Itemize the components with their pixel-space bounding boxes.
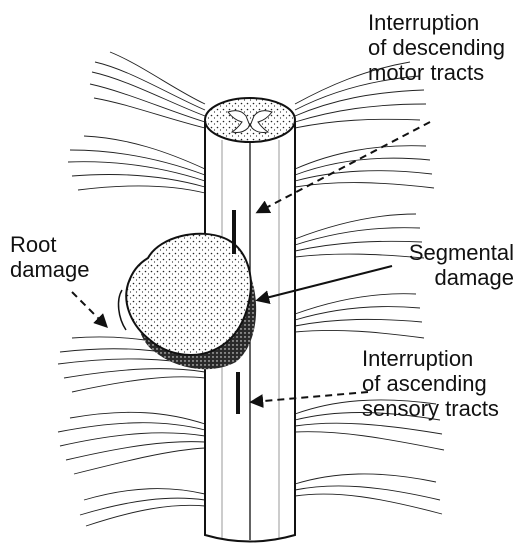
tumor-mass [119,234,257,369]
cord-cross-section [205,98,295,142]
label-root-damage: Root damage [10,232,90,282]
root-left-1 [90,52,205,128]
label-ascending-tracts: Interruption of ascending sensory tracts [362,346,499,421]
root-right-4 [295,294,424,338]
label-segmental-damage: Segmental damage [409,240,514,290]
root-right-2 [295,146,434,188]
root-left-6 [80,489,205,526]
root-right-6 [295,474,442,514]
label-descending-tracts: Interruption of descending motor tracts [368,10,505,85]
root-left-5 [58,412,205,474]
root-left-2 [68,136,205,193]
root-right-3 [295,214,424,258]
arrow-root [72,292,106,326]
